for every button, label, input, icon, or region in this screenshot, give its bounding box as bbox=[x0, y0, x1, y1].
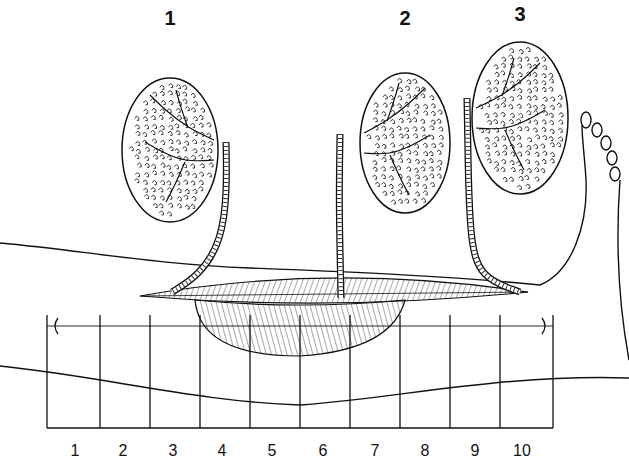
skin-flap: 2 bbox=[355, 6, 455, 222]
ruler-number: 9 bbox=[469, 441, 482, 461]
skin-flap: 3 bbox=[466, 2, 574, 198]
pedicle-outline bbox=[339, 134, 341, 298]
ruler-number: 5 bbox=[266, 441, 279, 461]
flap-oval bbox=[355, 6, 455, 222]
skin-flap: 1 bbox=[115, 6, 225, 230]
ruler-number: 7 bbox=[369, 441, 382, 461]
ruler-number: 4 bbox=[216, 441, 229, 461]
muscle bbox=[140, 278, 528, 356]
flap-number: 3 bbox=[466, 2, 574, 26]
ruler-number: 2 bbox=[117, 441, 130, 461]
ruler-number: 1 bbox=[69, 441, 82, 461]
flap-oval bbox=[466, 2, 574, 198]
flap-number: 2 bbox=[355, 6, 455, 30]
pedicle-hatch bbox=[339, 134, 341, 298]
flap-oval bbox=[115, 6, 225, 230]
pedicle-lumen bbox=[339, 134, 341, 298]
ruler-number: 10 bbox=[511, 441, 533, 461]
ruler-number: 8 bbox=[419, 441, 432, 461]
flap-number: 1 bbox=[115, 6, 225, 30]
ruler bbox=[47, 315, 553, 428]
ruler-number: 6 bbox=[317, 441, 330, 461]
vascular-pedicle bbox=[172, 98, 520, 298]
ruler-number: 3 bbox=[167, 441, 180, 461]
